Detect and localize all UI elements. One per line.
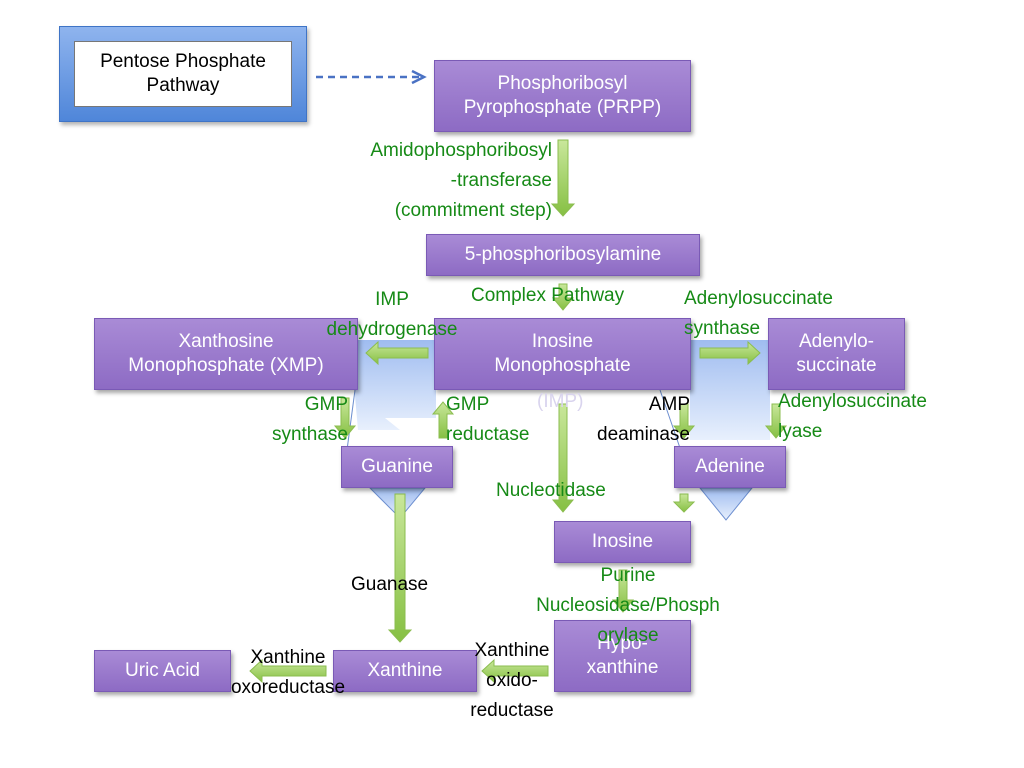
enzyme-adenylosuccinate-lyase: Adenylosuccinate lyase [778, 391, 927, 442]
arrow-inosine-to-hypoxanthine [611, 569, 635, 613]
enzyme-xanthine-oxoreductase: Xanthine oxoreductase [230, 647, 346, 698]
arrow-amp-to-imp [672, 403, 696, 439]
node-adenine: Adenine [674, 446, 786, 488]
node-adenylosuccinate: Adenylo- succinate [768, 318, 905, 390]
enzyme-adenylosuccinate-synthase: Adenylosuccinate synthase [684, 288, 833, 339]
arrow-xanthine-to-uric-acid [249, 658, 327, 684]
node-hypoxanthine-label: Hypo- xanthine [586, 633, 659, 678]
pentose-phosphate-inner: Pentose Phosphate Pathway [74, 41, 292, 107]
funnel-shape-right-lower [698, 487, 754, 521]
arrow-phosphoribosylamine-to-imp [551, 283, 575, 311]
arrow-imp-to-inosine [551, 403, 575, 513]
node-phosphoribosylamine-label: 5-phosphoribosylamine [464, 244, 662, 265]
node-hypoxanthine: Hypo- xanthine [554, 620, 691, 692]
enzyme-xanthine-oxidoreductase: Xanthine oxido- reductase [470, 640, 554, 721]
node-guanine: Guanine [341, 446, 453, 488]
enzyme-complex-pathway: Complex Pathway [471, 285, 625, 306]
pentose-phosphate-box: Pentose Phosphate Pathway [59, 26, 307, 122]
funnel-shape-right [690, 340, 770, 440]
arrow-guanine-to-xanthine [387, 493, 413, 643]
funnel-edge-left [346, 389, 356, 451]
arrow-guanine-to-imp [431, 401, 455, 439]
node-inosine-label: Inosine [591, 531, 654, 552]
node-xmp: Xanthosine Monophosphate (XMP) [94, 318, 358, 390]
node-prpp: Phosphoribosyl Pyrophosphate (PRPP) [434, 60, 691, 132]
node-xanthine: Xanthine [333, 650, 477, 692]
funnel-edge-right [659, 389, 681, 449]
dashed-arrowhead [411, 69, 427, 85]
node-xanthine-label: Xanthine [367, 660, 443, 681]
node-imp: Inosine Monophosphate [434, 318, 691, 390]
node-imp-label: Inosine Monophosphate [494, 331, 631, 376]
arrow-adenylosuccinate-to-adenine [764, 403, 788, 439]
node-uric-acid: Uric Acid [94, 650, 231, 692]
funnel-shape-left [350, 340, 436, 430]
arrow-adenine-down [672, 493, 696, 513]
node-guanine-label: Guanine [361, 456, 433, 477]
arrow-imp-to-adenylosuccinate [699, 340, 761, 366]
pentose-phosphate-label: Pentose Phosphate Pathway [100, 51, 266, 96]
node-imp-abbrev: (IMP) [537, 391, 584, 412]
enzyme-guanase: Guanase [351, 574, 429, 595]
arrow-prpp-to-phosphoribosylamine [550, 139, 576, 217]
enzyme-gmp-reductase: GMP reductase [446, 394, 530, 445]
node-adenine-label: Adenine [695, 456, 765, 477]
arrow-imp-to-xmp [365, 340, 429, 366]
node-adenylosuccinate-label: Adenylo- succinate [796, 331, 877, 376]
arrow-hypoxanthine-to-xanthine [481, 658, 549, 684]
arrow-xmp-to-guanine [333, 397, 357, 439]
node-prpp-label: Phosphoribosyl Pyrophosphate (PRPP) [463, 73, 662, 118]
enzyme-amp-deaminase: AMP deaminase [597, 394, 690, 445]
node-phosphoribosylamine: 5-phosphoribosylamine [426, 234, 700, 276]
node-uric-acid-label: Uric Acid [125, 660, 200, 681]
node-inosine: Inosine [554, 521, 691, 563]
enzyme-imp-dehydrogenase: IMP dehydrogenase [326, 289, 458, 340]
enzyme-nucleotidase: Nucleotidase [496, 480, 606, 501]
enzyme-gmp-synthase: GMP synthase [271, 394, 348, 445]
enzyme-amidophosphoribosyltransferase: Amidophosphoribosyl -transferase (commit… [370, 140, 552, 221]
enzyme-purine-nucleosidase: Purine Nucleosidase/Phosph orylase [536, 565, 720, 646]
node-xmp-label: Xanthosine Monophosphate (XMP) [128, 331, 324, 376]
